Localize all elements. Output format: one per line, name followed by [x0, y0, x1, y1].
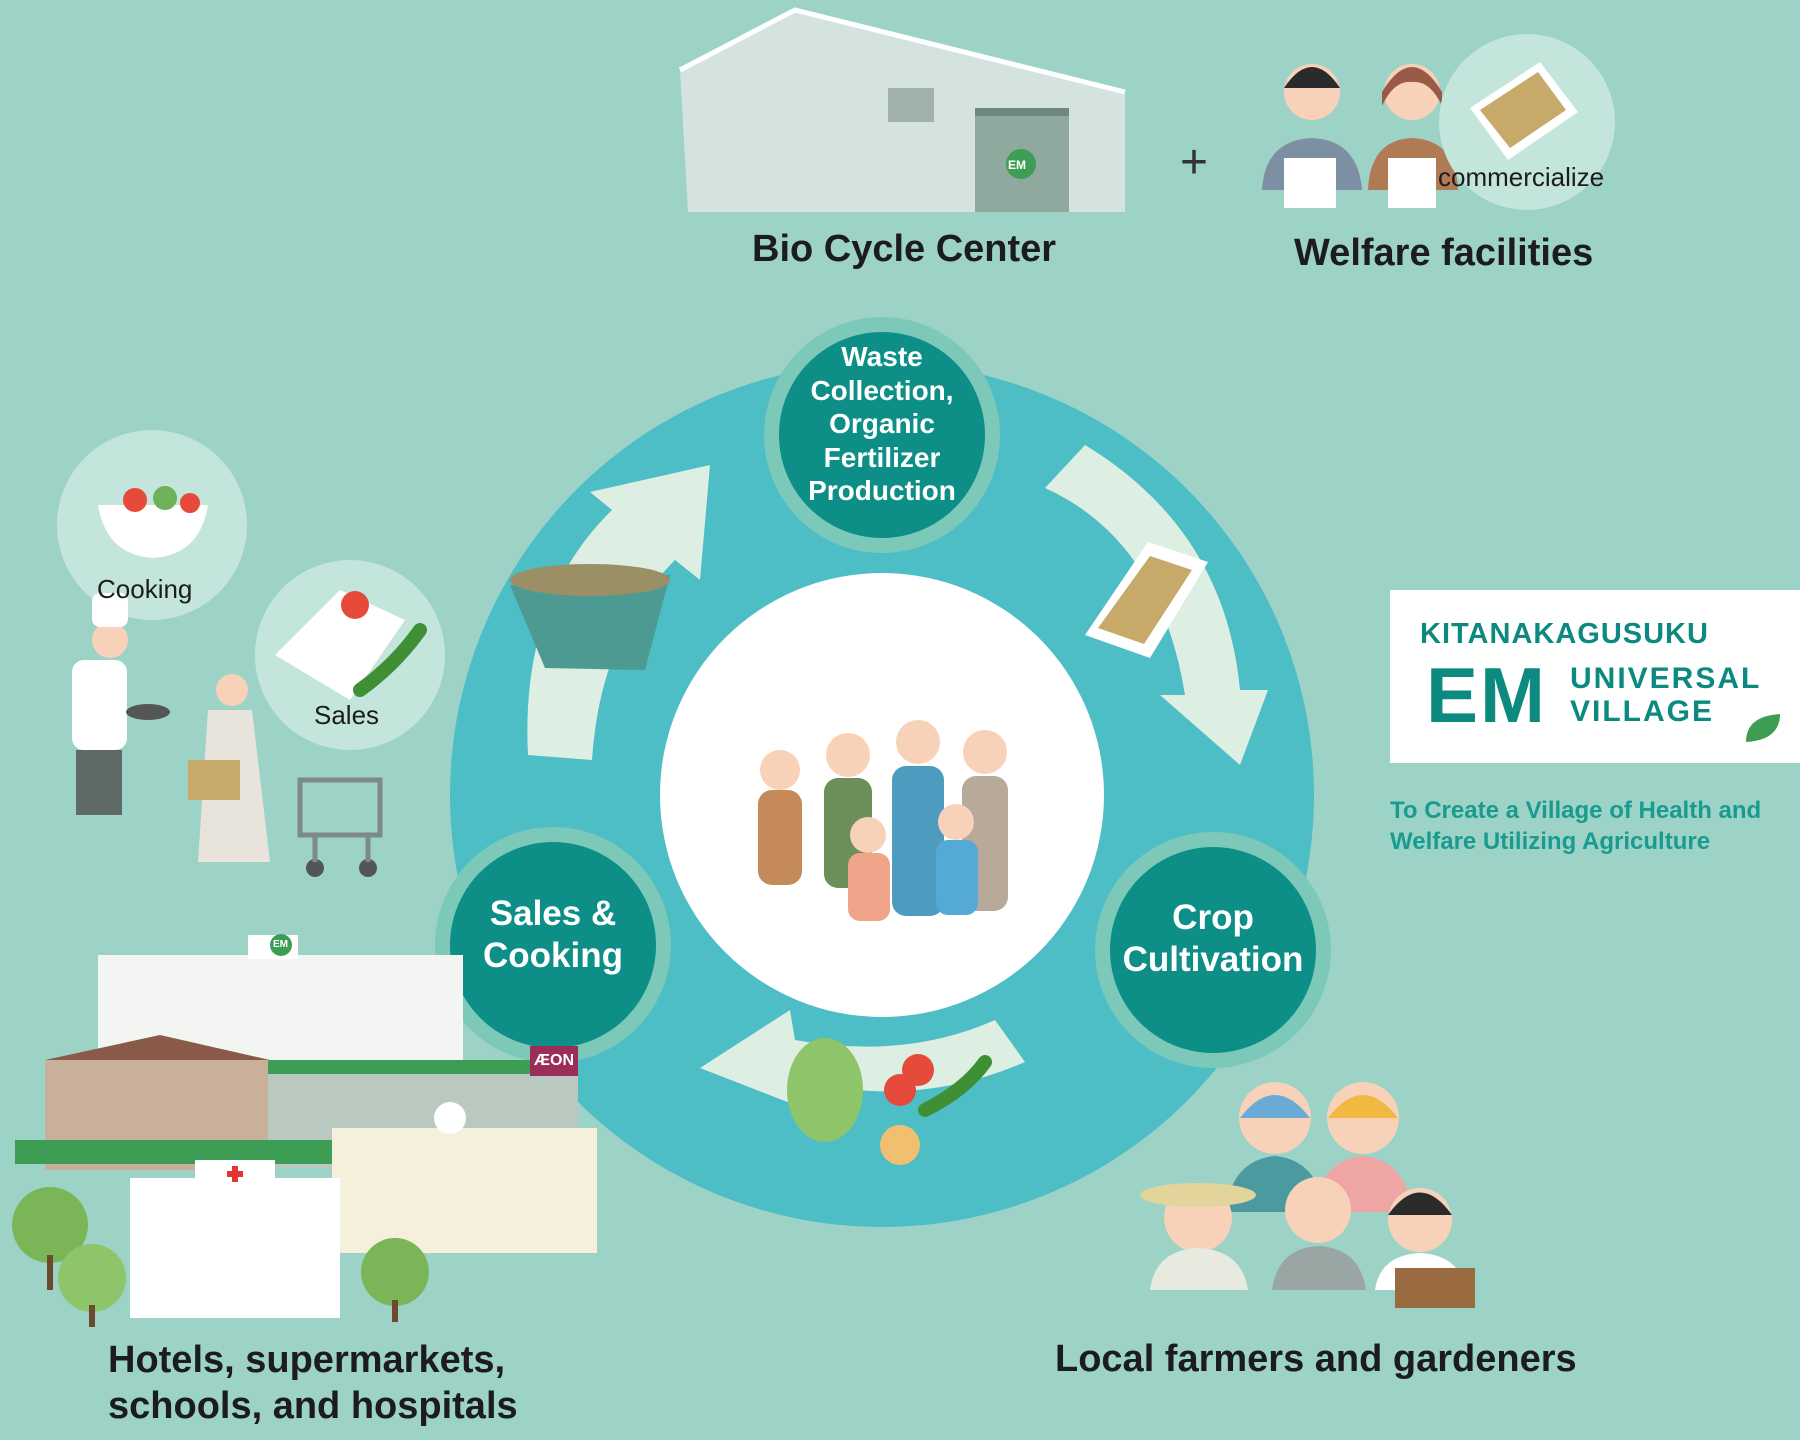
- hotels-caption: Hotels, supermarkets, schools, and hospi…: [108, 1338, 518, 1429]
- hotels-caption-line: schools, and hospitals: [108, 1384, 518, 1427]
- crop-node-line: Cultivation: [1122, 940, 1304, 979]
- family-illustration: [758, 720, 1008, 921]
- welfare-facilities-label: Welfare facilities: [1294, 232, 1594, 274]
- sales-node-line: Sales &: [489, 894, 617, 933]
- logo-village: VILLAGE: [1570, 695, 1715, 728]
- logo-em: EM: [1426, 651, 1547, 739]
- waste-node-line: Organic: [829, 408, 935, 440]
- vegetables-icon: [787, 1038, 992, 1165]
- plus-sign: +: [1180, 136, 1209, 189]
- em-universal-village-logo: KITANAKAGUSUKU EM UNIVERSAL VILLAGE: [1390, 590, 1800, 763]
- logo-kitanakagusuku: KITANAKAGUSUKU: [1420, 618, 1709, 650]
- logo-universal-village: UNIVERSAL VILLAGE: [1570, 662, 1761, 728]
- farmers-caption: Local farmers and gardeners: [1055, 1338, 1577, 1380]
- waste-node-line: Collection,: [810, 374, 954, 406]
- em-mark: EM: [1008, 158, 1026, 172]
- sales-node-line: Cooking: [483, 936, 623, 975]
- crop-cultivation-node: Crop Cultivation: [1103, 897, 1323, 981]
- compost-bin-icon: [510, 564, 670, 670]
- leaf-icon: [1746, 714, 1780, 742]
- commercialize-label: commercialize: [1438, 162, 1605, 192]
- fertilizer-bag-icon: [1085, 542, 1208, 658]
- aeon-logo: ÆON: [534, 1052, 574, 1069]
- farmers-illustration: [1140, 1082, 1475, 1308]
- em-mark-hotel: EM: [273, 939, 288, 950]
- tagline-line: To Create a Village of Health and: [1390, 797, 1762, 824]
- center-circle: [660, 573, 1104, 1017]
- tagline: To Create a Village of Health and Welfar…: [1390, 795, 1800, 857]
- bio-cycle-center-building: [678, 7, 1126, 212]
- crop-node-line: Crop: [1172, 898, 1254, 937]
- cooking-sales-icons: [57, 430, 445, 877]
- waste-node-line: Fertilizer: [823, 441, 941, 473]
- hotels-caption-line: Hotels, supermarkets,: [108, 1339, 506, 1381]
- cycle-nodes: [435, 317, 1331, 1068]
- waste-node-line: Production: [808, 475, 956, 507]
- city-buildings: [12, 934, 597, 1327]
- waste-collection-node: Waste Collection, Organic Fertilizer Pro…: [782, 340, 982, 508]
- tagline-line: Welfare Utilizing Agriculture: [1390, 828, 1711, 856]
- sales-label: Sales: [314, 700, 380, 730]
- sales-cooking-node: Sales & Cooking: [453, 893, 653, 977]
- waste-node-line: Waste: [841, 341, 923, 372]
- cooking-label: Cooking: [97, 574, 193, 604]
- logo-universal: UNIVERSAL: [1570, 662, 1762, 695]
- welfare-staff-icon: [1262, 34, 1615, 210]
- bio-cycle-center-label: Bio Cycle Center: [752, 228, 1057, 270]
